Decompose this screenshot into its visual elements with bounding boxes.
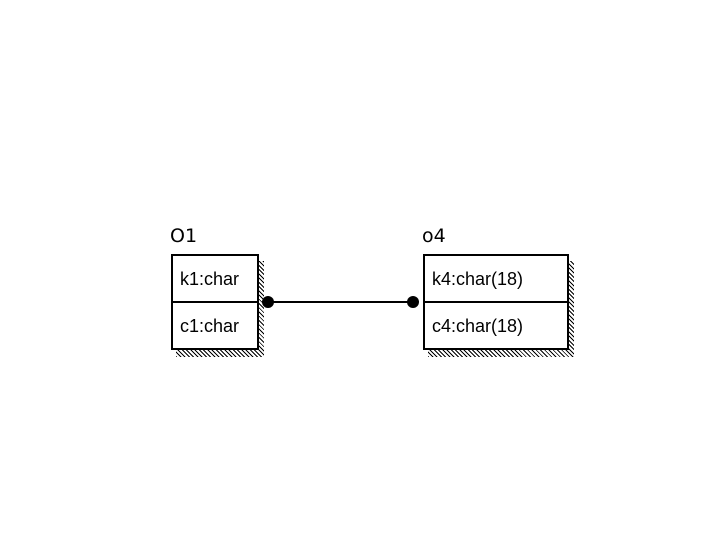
relationship-end-dot-o4 [407,296,419,308]
entity-title-o4: o4 [422,225,446,247]
field-k4[interactable]: k4:char(18) [432,269,524,289]
field-c4[interactable]: c4:char(18) [432,316,524,336]
field-c1[interactable]: c1:char [180,316,240,336]
field-k1[interactable]: k1:char [180,269,240,289]
entity-o4[interactable]: k4:char(18) c4:char(18) [423,254,569,350]
relationship-end-dot-o1 [262,296,274,308]
entity-o1[interactable]: k1:char c1:char [171,254,259,350]
field-divider [173,301,257,303]
entity-title-o1: O1 [170,225,198,247]
field-divider [425,301,567,303]
